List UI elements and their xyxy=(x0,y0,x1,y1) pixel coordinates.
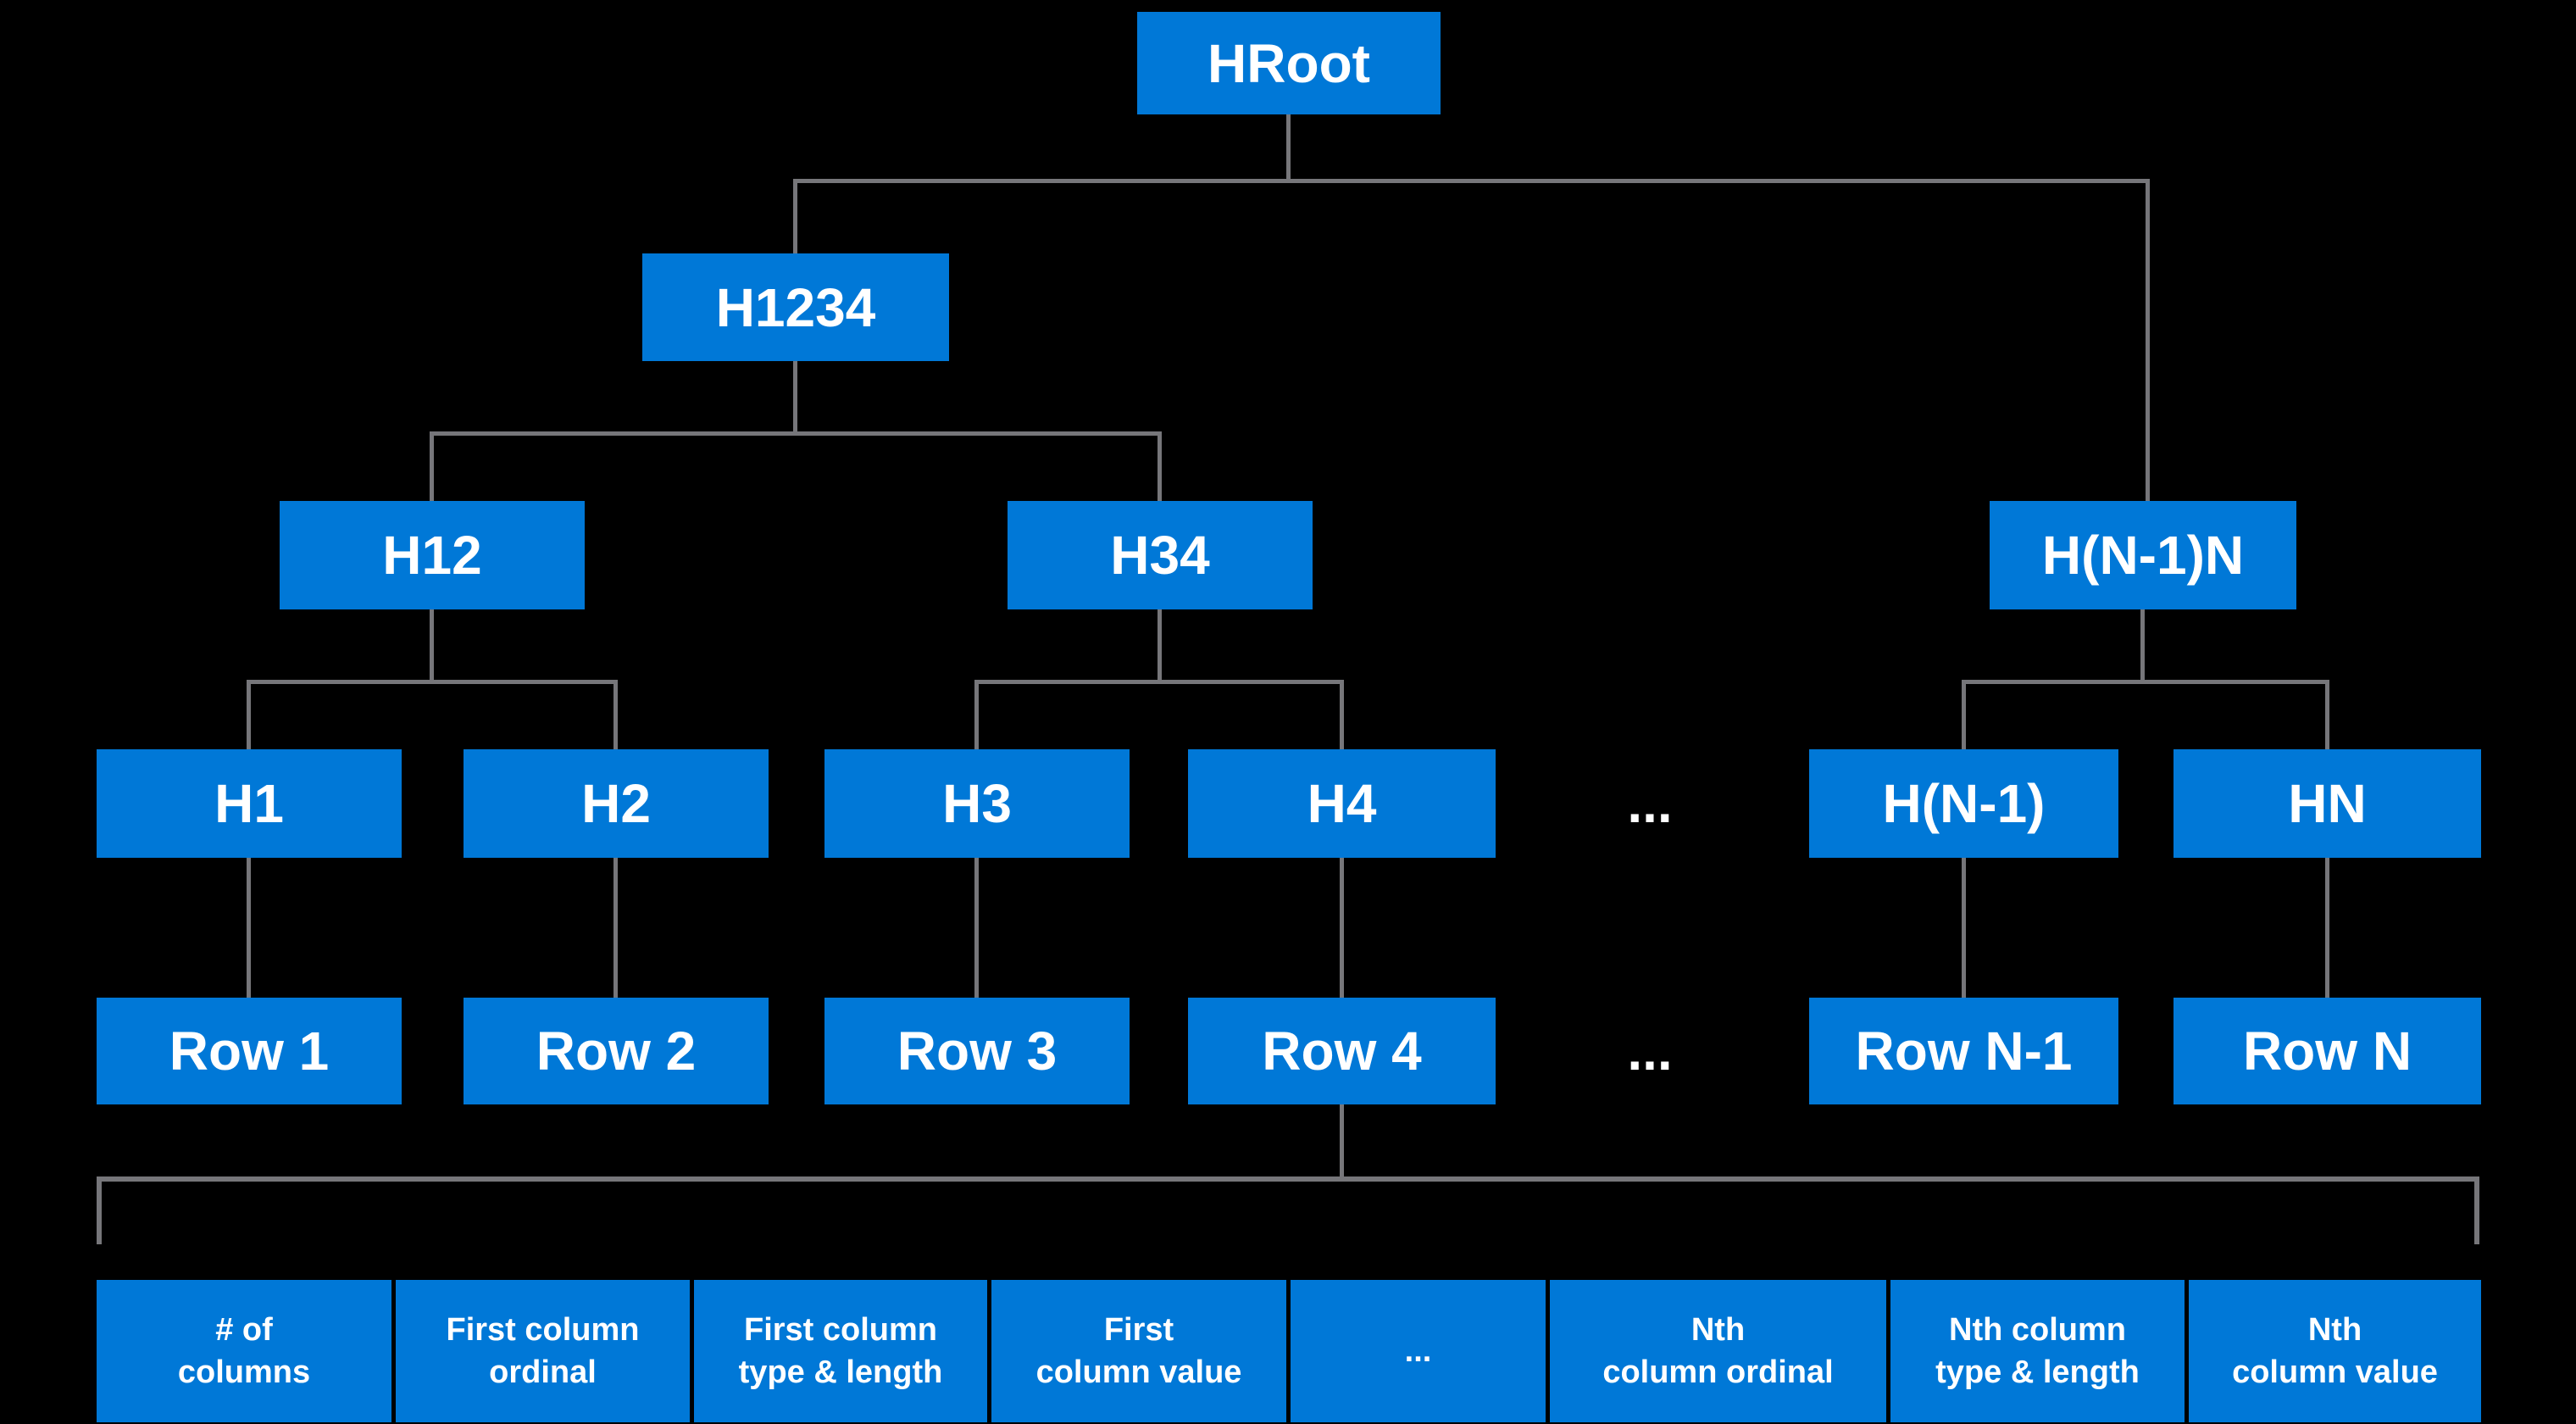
node-row-1: Row 1 xyxy=(97,998,402,1104)
connector-hn1n-horizontal xyxy=(1962,680,2329,684)
field-label-line: column value xyxy=(2232,1354,2438,1390)
ellipsis-row-level: ... xyxy=(1627,1021,1673,1082)
connector-h12-drop-left xyxy=(247,680,251,749)
connector-level1-drop-right xyxy=(1158,431,1162,501)
node-row-3: Row 3 xyxy=(824,998,1130,1104)
node-hn-1: H(N-1) xyxy=(1809,749,2118,858)
connector-h12-drop-right xyxy=(613,680,618,749)
node-row-n-1: Row N-1 xyxy=(1809,998,2118,1104)
node-h2: H2 xyxy=(464,749,769,858)
connector-hn-rown xyxy=(2325,858,2329,998)
connector-h2-row2 xyxy=(613,858,618,998)
field-first-column-ordinal: First column ordinal xyxy=(396,1280,690,1422)
field-nth-column-value: Nth column value xyxy=(2189,1280,2481,1422)
connector-level1-horizontal xyxy=(430,431,1162,436)
field-num-columns: # of columns xyxy=(97,1280,391,1422)
connector-hn1n-drop-left xyxy=(1962,680,1966,749)
connector-row4-stem xyxy=(1340,1104,1344,1181)
connector-h12-stem xyxy=(430,609,434,684)
connector-level1-drop-left xyxy=(430,431,434,501)
connector-level0-drop-right xyxy=(2146,179,2150,501)
connector-fields-drop-left xyxy=(97,1176,102,1244)
field-ellipsis: ... xyxy=(1291,1280,1546,1422)
connector-h12-horizontal xyxy=(247,680,618,684)
connector-h34-drop-left xyxy=(974,680,979,749)
node-h3: H3 xyxy=(824,749,1130,858)
field-first-column-type-length: First column type & length xyxy=(694,1280,987,1422)
field-label-line: Nth column xyxy=(1949,1311,2126,1348)
node-h4: H4 xyxy=(1188,749,1496,858)
connector-h3-row3 xyxy=(974,858,979,998)
connector-fields-horizontal xyxy=(97,1176,2479,1182)
field-label-line: Nth xyxy=(1690,1311,1746,1348)
field-label-line: column value xyxy=(1035,1354,1242,1390)
node-hroot: HRoot xyxy=(1137,12,1441,114)
field-label-line: ordinal xyxy=(489,1354,597,1390)
connector-h34-stem xyxy=(1158,609,1162,684)
field-label-line: type & length xyxy=(738,1354,943,1390)
field-label-line: column ordinal xyxy=(1602,1354,1834,1390)
ellipsis-hash-level: ... xyxy=(1627,773,1673,834)
node-row-n: Row N xyxy=(2174,998,2481,1104)
field-nth-column-ordinal: Nth column ordinal xyxy=(1550,1280,1886,1422)
connector-hn1-rown1 xyxy=(1962,858,1966,998)
connector-fields-drop-right xyxy=(2474,1176,2479,1244)
connector-hn1n-drop-right xyxy=(2325,680,2329,749)
field-label-line: Nth xyxy=(2307,1311,2362,1348)
field-label-line: First xyxy=(1103,1311,1174,1348)
connector-h1234-stem xyxy=(793,361,797,436)
field-label-line: First column xyxy=(446,1311,640,1348)
field-first-column-value: First column value xyxy=(991,1280,1286,1422)
connector-level0-drop-left xyxy=(793,179,797,253)
field-label-line: ... xyxy=(1404,1332,1432,1369)
connector-h34-drop-right xyxy=(1340,680,1344,749)
connector-h1-row1 xyxy=(247,858,251,998)
node-h34: H34 xyxy=(1008,501,1313,609)
connector-root-stem xyxy=(1286,114,1291,182)
field-label-line: First column xyxy=(743,1311,938,1348)
node-hn: HN xyxy=(2174,749,2481,858)
connector-level0-horizontal xyxy=(793,179,2150,183)
node-hn-1-n: H(N-1)N xyxy=(1990,501,2296,609)
node-row-2: Row 2 xyxy=(464,998,769,1104)
field-label-line: type & length xyxy=(1935,1354,2140,1390)
field-nth-column-type-length: Nth column type & length xyxy=(1890,1280,2185,1422)
node-h1234: H1234 xyxy=(642,253,949,361)
field-label-line: columns xyxy=(177,1354,311,1390)
connector-hn1n-stem xyxy=(2140,609,2145,684)
connector-h34-horizontal xyxy=(974,680,1344,684)
connector-h4-row4 xyxy=(1340,858,1344,998)
field-label-line: # of xyxy=(215,1311,273,1348)
node-h1: H1 xyxy=(97,749,402,858)
node-h12: H12 xyxy=(280,501,585,609)
node-row-4: Row 4 xyxy=(1188,998,1496,1104)
